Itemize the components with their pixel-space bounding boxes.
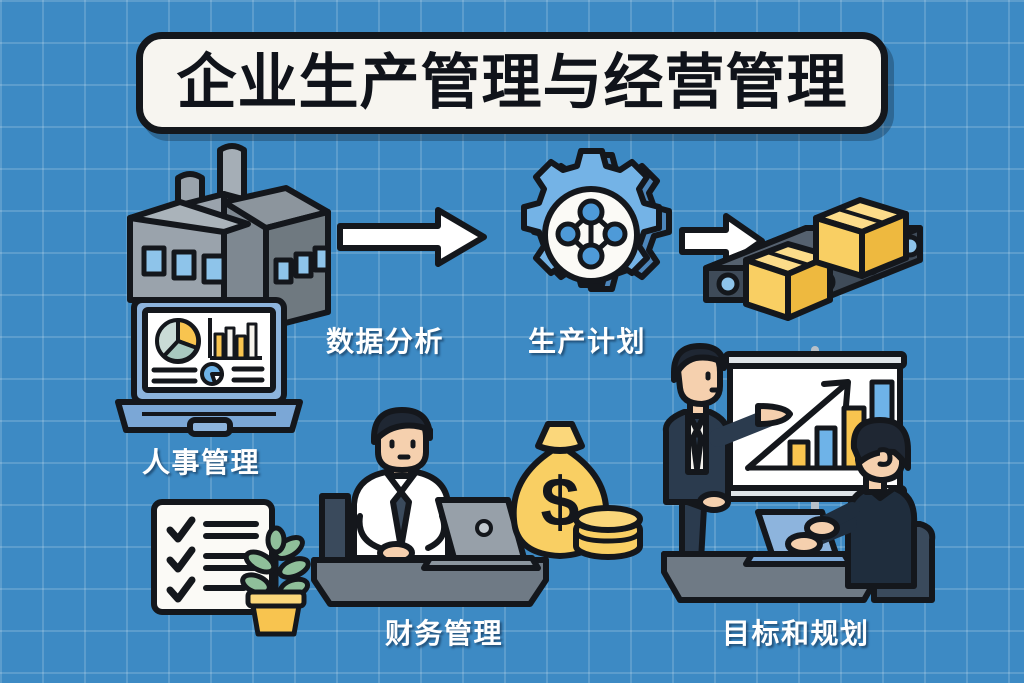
arrow-shape bbox=[337, 207, 487, 267]
laptop-logo bbox=[475, 519, 493, 537]
laptop-dashboard-illustration bbox=[112, 296, 308, 442]
caption-goals-planning: 目标和规划 bbox=[722, 618, 870, 649]
listener-hand bbox=[785, 532, 823, 556]
factory-window bbox=[273, 257, 294, 285]
box-tape bbox=[837, 207, 885, 225]
plant-pot-rim bbox=[245, 589, 307, 609]
flow-arrow-1 bbox=[336, 206, 488, 268]
check-icon bbox=[166, 576, 196, 603]
plant-leaf bbox=[243, 549, 277, 575]
check-icon bbox=[166, 516, 196, 543]
plant-leaf bbox=[277, 556, 311, 580]
coin-stack bbox=[573, 505, 643, 560]
caption-production-plan: 生产计划 bbox=[528, 326, 647, 357]
coin-edge bbox=[573, 529, 643, 544]
dashboard-bar bbox=[213, 332, 225, 360]
factory-window bbox=[201, 253, 227, 285]
listener-hand bbox=[804, 516, 840, 540]
money-bag-illustration: $ bbox=[504, 418, 644, 568]
factory-window bbox=[171, 249, 197, 281]
dashboard-bar bbox=[235, 334, 247, 360]
factory-window bbox=[312, 245, 331, 273]
network-node bbox=[577, 242, 605, 270]
trend-arrow-head bbox=[821, 379, 851, 409]
presenter-pointing-hand bbox=[755, 403, 793, 427]
dashboard-bar bbox=[246, 322, 258, 360]
presenter-tie bbox=[690, 427, 704, 471]
listener-ear bbox=[877, 447, 893, 467]
check-icon bbox=[166, 546, 196, 573]
chart-bar bbox=[787, 439, 811, 471]
box-side bbox=[859, 211, 909, 279]
dollar-symbol: $ bbox=[541, 463, 580, 541]
dashboard-donut bbox=[200, 362, 224, 386]
network-node bbox=[555, 221, 581, 247]
presentation-illustration bbox=[652, 342, 942, 610]
presenter-hair bbox=[671, 343, 727, 383]
dashboard-bar bbox=[224, 326, 236, 360]
page-title: 企业生产管理与经营管理 bbox=[176, 49, 848, 116]
gear-network-icon bbox=[498, 148, 684, 318]
network-node bbox=[577, 198, 605, 226]
worker-hair bbox=[371, 407, 433, 445]
conveyor-belt-illustration bbox=[688, 160, 938, 321]
chart-bar bbox=[814, 425, 838, 471]
listener-suit bbox=[844, 485, 918, 589]
listener-figure bbox=[785, 417, 936, 603]
conveyor-box bbox=[813, 197, 909, 279]
conveyor-roller bbox=[716, 272, 740, 296]
factory-roof-left bbox=[127, 199, 251, 235]
potted-plant-illustration bbox=[236, 525, 316, 638]
dashboard-pie-chart bbox=[155, 318, 201, 364]
factory-window bbox=[293, 251, 314, 279]
coin-top bbox=[573, 505, 643, 533]
office-worker-illustration bbox=[311, 407, 549, 608]
factory-window bbox=[141, 245, 167, 277]
listener-laptop-base bbox=[743, 551, 853, 567]
plant-leaf bbox=[265, 525, 287, 555]
laptop-trackpad bbox=[187, 417, 233, 437]
office-chair bbox=[319, 493, 351, 567]
money-bag-tie bbox=[536, 443, 584, 454]
dashboard-bar-chart bbox=[208, 318, 262, 360]
box-tape bbox=[766, 250, 810, 267]
trend-arrow-line bbox=[745, 381, 849, 471]
worker-laptop-base bbox=[421, 555, 541, 571]
caption-hr-management: 人事管理 bbox=[142, 447, 261, 478]
caption-data-analysis: 数据分析 bbox=[326, 326, 445, 357]
caption-finance-management: 财务管理 bbox=[385, 618, 504, 649]
presenter-hand bbox=[697, 491, 731, 513]
title-banner: 企业生产管理与经营管理 bbox=[136, 32, 888, 134]
conveyor-box bbox=[743, 241, 833, 321]
network-node bbox=[602, 221, 628, 247]
